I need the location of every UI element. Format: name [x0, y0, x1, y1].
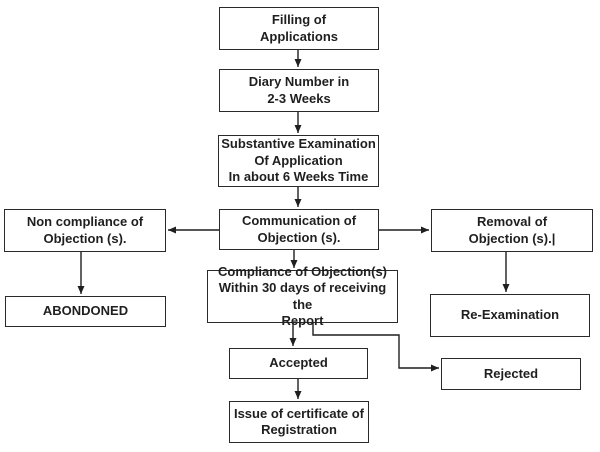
flow-node-communication-of-objections: Communication of Objection (s). — [219, 209, 379, 250]
flow-node-issue-of-certificate: Issue of certificate of Registration — [229, 401, 369, 443]
flow-node-re-examination: Re-Examination — [430, 294, 590, 337]
flow-node-accepted: Accepted — [229, 348, 368, 379]
flow-node-diary-number: Diary Number in 2-3 Weeks — [219, 69, 379, 112]
flow-node-compliance-of-objections: Compliance of Objection(s) Within 30 day… — [207, 264, 398, 328]
flow-node-abondoned: ABONDONED — [5, 296, 166, 327]
flow-node-non-compliance: Non compliance of Objection (s). — [4, 209, 166, 252]
flow-node-filling-of-applications: Filling of Applications — [219, 7, 379, 50]
flow-node-rejected: Rejected — [441, 358, 581, 390]
flow-node-removal-of-objections: Removal of Objection (s).| — [431, 209, 593, 252]
flow-node-substantive-examination: Substantive Examination Of Application I… — [218, 135, 379, 187]
